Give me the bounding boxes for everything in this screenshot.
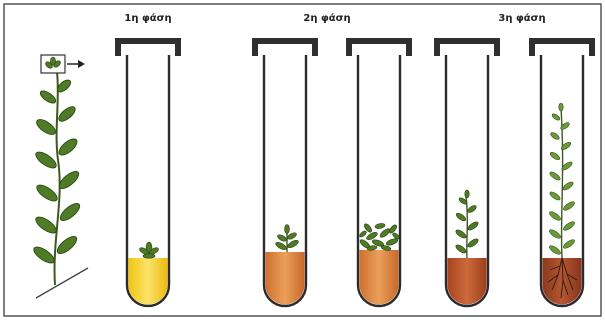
mother-plant <box>31 55 88 298</box>
tube-phase-3a <box>434 38 500 306</box>
tube-phase-2a <box>252 38 318 306</box>
tube-phase-1 <box>115 38 181 306</box>
tube-phase-3b <box>529 38 595 306</box>
tube-phase-2b <box>346 38 412 306</box>
arrow-right-icon <box>67 60 85 68</box>
